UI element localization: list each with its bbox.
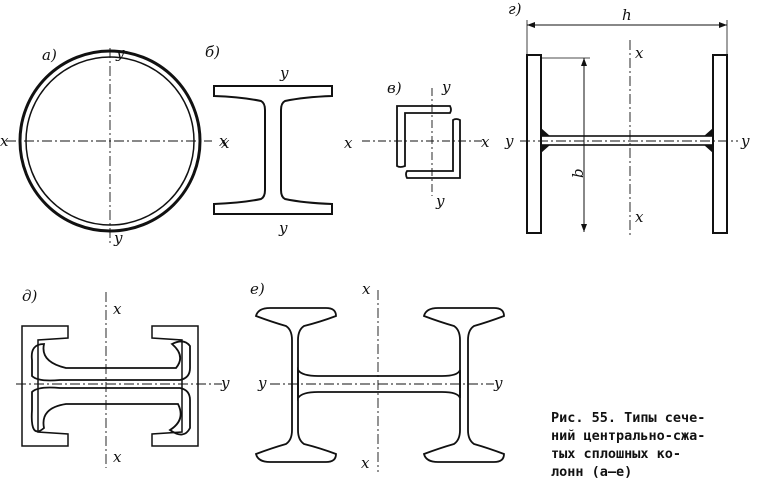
flange-left (526, 54, 542, 234)
fillet-welds (541, 128, 713, 153)
i-profile-top (30, 340, 191, 382)
section-d-composite: д) x x y (16, 287, 230, 468)
section-e-double-i: е) x x y y (250, 280, 505, 472)
figure-caption: Рис. 55. Типы сече- ний центрально-сжа- … (551, 410, 705, 480)
axis-label-y-right: y (220, 374, 230, 392)
i-profile-bottom (30, 386, 191, 436)
axis-label-y-right: y (493, 374, 503, 392)
axis-label-x-right: x (481, 133, 490, 151)
axis-label-x-top: x (113, 300, 122, 318)
web-plate (540, 135, 714, 146)
section-a-tube: а) x x y y (0, 44, 228, 247)
axis-label-x-bottom: x (113, 448, 122, 466)
axis-label-x-right: x (219, 132, 228, 150)
channel-right (151, 325, 199, 447)
i-beam-right (422, 307, 505, 463)
caption-line-3: тых сплошных ко- (551, 446, 681, 462)
axis-label-x-right: x (344, 134, 353, 152)
axis-label-y-bottom: y (113, 229, 123, 247)
axis-label-y-bottom: y (278, 219, 288, 237)
axis-label-y-top: y (115, 44, 125, 62)
angle-bottom-right (405, 118, 461, 179)
axis-label-y-top: y (279, 64, 289, 82)
section-v-two-angles: в) y y x (362, 78, 490, 210)
axis-label-y-top: y (441, 78, 451, 96)
panel-label-b: б) (205, 43, 220, 61)
axis-label-x-top: x (362, 280, 371, 298)
axis-label-x-left: x (221, 134, 230, 152)
axis-label-y-left: y (257, 374, 267, 392)
axis-label-x-top: x (635, 44, 644, 62)
axis-label-x-left: x (0, 132, 9, 150)
dimension-h-label: h (622, 6, 632, 24)
axis-label-x-bottom: x (361, 454, 370, 472)
caption-line-4: лонн (а—е) (551, 464, 632, 480)
panel-label-a: а) (42, 46, 57, 64)
i-beam-outline (213, 85, 333, 215)
channel-left (21, 325, 69, 447)
axis-label-x-bottom: x (635, 208, 644, 226)
axis-label-y-right: y (740, 132, 750, 150)
i-beam-left (254, 307, 337, 463)
axis-label-y-left: y (504, 132, 514, 150)
web-plate (297, 367, 461, 401)
flange-right (712, 54, 728, 234)
caption-line-1: Рис. 55. Типы сече- (551, 410, 705, 426)
angle-top-left (396, 105, 452, 168)
caption-line-2: ний центрально-сжа- (551, 428, 705, 444)
section-b-i-beam: б) y y x x (205, 43, 353, 237)
panel-label-g: г) (508, 0, 522, 18)
dimension-b-label: b (569, 168, 587, 178)
panel-label-e: е) (250, 280, 265, 298)
panel-label-v: в) (387, 79, 402, 97)
panel-label-d: д) (22, 287, 38, 305)
axis-label-y-bottom: y (435, 192, 445, 210)
section-g-welded-h: h b г) y y x x (504, 0, 750, 238)
